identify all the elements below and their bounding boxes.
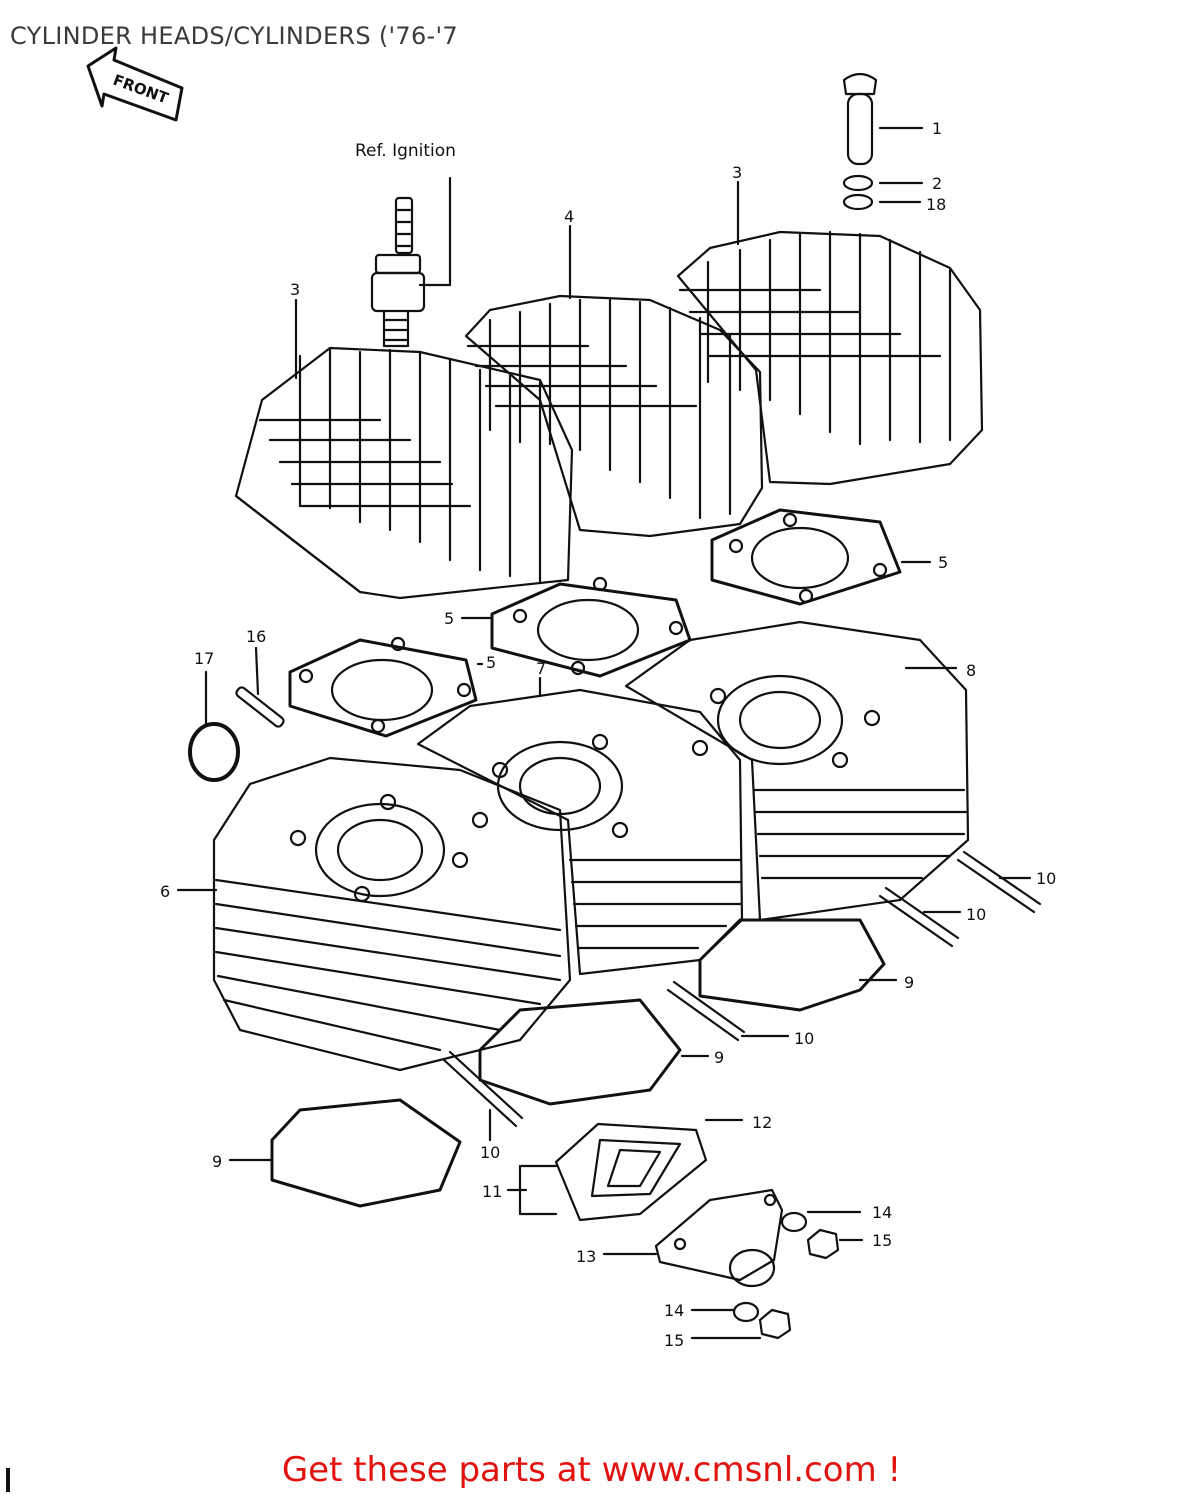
- washer-18: [842, 193, 874, 211]
- callout-2: 2: [932, 174, 942, 193]
- cylinder-head-middle: [464, 294, 764, 538]
- callout-14-b: 14: [664, 1301, 684, 1320]
- base-gasket: [270, 918, 886, 1208]
- callout-6: 6: [160, 882, 170, 901]
- callout-17: 17: [194, 649, 214, 668]
- callout-13: 13: [576, 1247, 596, 1266]
- callout-12: 12: [752, 1113, 772, 1132]
- callout-5-right: 5: [938, 553, 948, 572]
- callout-9-middle: 9: [714, 1048, 724, 1067]
- page-title: CYLINDER HEADS/CYLINDERS ('76-'7: [10, 22, 458, 50]
- promo-link[interactable]: Get these parts at www.cmsnl.com !: [281, 1450, 902, 1490]
- callout-10-c: 10: [794, 1029, 814, 1048]
- callout-15-b: 15: [664, 1331, 684, 1350]
- callout-5-middle: 5: [444, 609, 454, 628]
- head-gasket: [288, 636, 478, 738]
- washer-14: [732, 1301, 760, 1323]
- callout-3-right: 3: [732, 163, 742, 182]
- nut-15: [758, 1308, 792, 1340]
- callout-3-left: 3: [290, 280, 300, 299]
- callout-8: 8: [966, 661, 976, 680]
- spark-plug-icon: [370, 196, 426, 348]
- dowel-pin: [235, 686, 285, 728]
- callout-1: 1: [932, 119, 942, 138]
- cylinder-left: [212, 756, 572, 1072]
- reed-valve: [554, 1122, 708, 1222]
- callout-9-right: 9: [904, 973, 914, 992]
- intake-manifold: [654, 1188, 784, 1288]
- callout-14-a: 14: [872, 1203, 892, 1222]
- head-bolt: [842, 72, 878, 166]
- head-gasket: [710, 508, 902, 606]
- callout-4: 4: [564, 207, 574, 226]
- exploded-parts-diagram: FRONT Ref. Ignition: [86, 46, 1056, 1350]
- cylinder-middle: [416, 688, 744, 976]
- callout-5-left: 5: [486, 653, 496, 672]
- callout-9-left: 9: [212, 1152, 222, 1171]
- callout-7: 7: [536, 659, 546, 678]
- nut-15: [806, 1228, 840, 1260]
- stud: [442, 850, 1042, 1128]
- callout-10-b: 10: [966, 905, 986, 924]
- cylinder-right: [624, 620, 970, 922]
- callout-15-a: 15: [872, 1231, 892, 1250]
- edge-mark: [6, 1468, 10, 1492]
- o-ring: [188, 722, 240, 782]
- cylinder-head-right: [676, 230, 984, 486]
- callout-18: 18: [926, 195, 946, 214]
- front-arrow-icon: FRONT: [86, 46, 184, 122]
- callout-10-a: 10: [1036, 869, 1056, 888]
- callout-10-d: 10: [480, 1143, 500, 1162]
- callout-16: 16: [246, 627, 266, 646]
- washer-14: [780, 1211, 808, 1233]
- reference-note: Ref. Ignition: [355, 141, 456, 161]
- washer-2: [842, 174, 874, 192]
- callout-labels: 1 2 18 3 3 4 5 5 5 6 7 8 9 9 9 10 10 10 …: [160, 119, 1056, 1350]
- callout-11: 11: [482, 1182, 502, 1201]
